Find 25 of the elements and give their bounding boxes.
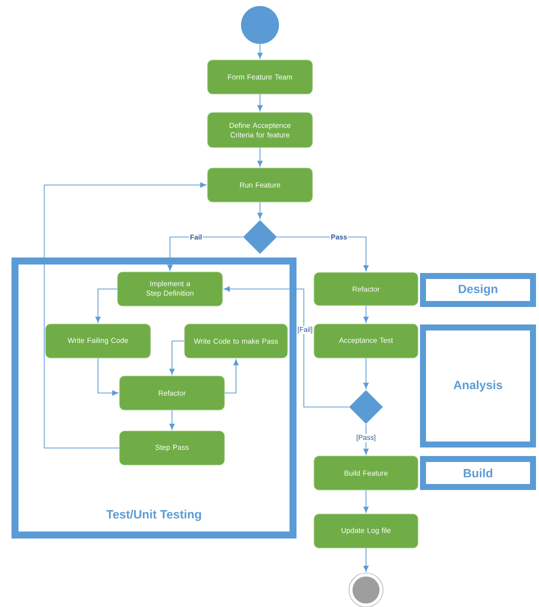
arrow (169, 340, 185, 375)
arrow (257, 94, 263, 112)
start-circle (241, 6, 279, 44)
phase-frame: Design (420, 273, 536, 307)
arrow (363, 548, 369, 572)
arrow (257, 202, 263, 219)
arrow (224, 286, 350, 408)
arrow (363, 490, 369, 513)
arrow (363, 358, 369, 389)
arrow (257, 147, 263, 167)
arrow (257, 44, 263, 59)
arrow (95, 288, 118, 323)
arrow (363, 305, 369, 323)
arrow (167, 236, 244, 271)
arrow (98, 358, 118, 396)
phase-frame: Build (420, 456, 536, 490)
arrow (363, 424, 369, 455)
arrow (44, 182, 206, 448)
end-circle (348, 572, 384, 607)
decision-diamond (349, 390, 383, 424)
decision-diamond (243, 220, 277, 254)
phase-frame: Analysis (420, 324, 536, 448)
arrow (276, 236, 369, 272)
arrow (224, 359, 239, 394)
arrow (169, 410, 175, 430)
